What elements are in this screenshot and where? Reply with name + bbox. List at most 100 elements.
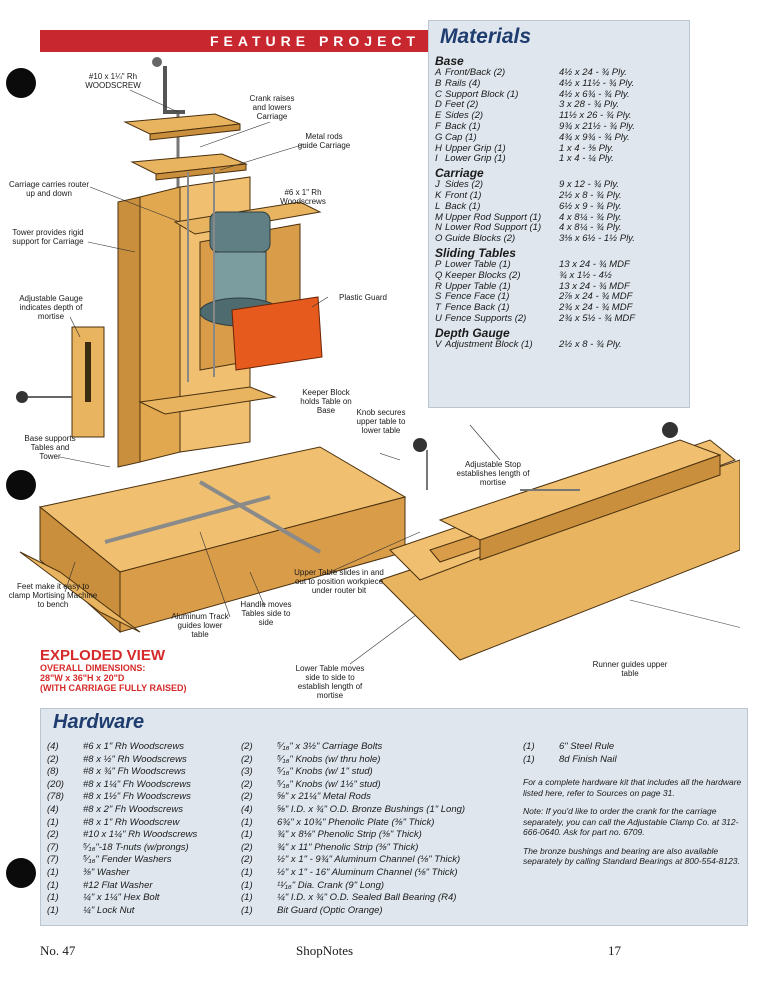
hardware-row: (2)½" x 1" - 9¾" Aluminum Channel (⅛" Th… (241, 854, 465, 867)
hardware-item: ⅝" x 21¼" Metal Rods (277, 791, 371, 803)
hardware-row: (8)#8 x ¾" Fh Woodscrews (47, 766, 197, 779)
hardware-qty: (2) (241, 778, 253, 790)
hardware-item: #8 x ¾" Fh Woodscrews (83, 766, 186, 778)
materials-group-heading: Carriage (435, 166, 484, 181)
hardware-row: (1)6¾" x 10¾" Phenolic Plate (⅜" Thick) (241, 817, 465, 830)
materials-name: Upper Rod Support (1) (445, 212, 542, 223)
hardware-item: ⁵⁄₁₆" Knobs (w/ 1½" stud) (277, 778, 381, 790)
materials-letter: N (435, 222, 442, 234)
materials-name: Front/Back (2) (445, 68, 506, 78)
hardware-note-kit: For a complete hardware kit that include… (523, 777, 742, 798)
materials-name: Lower Rod Support (1) (445, 223, 542, 234)
footer-page-number: 17 (608, 943, 621, 958)
hardware-qty: (1) (241, 866, 253, 878)
materials-name: Upper Table (1) (445, 281, 511, 292)
hardware-item: Bit Guard (Optic Orange) (277, 904, 383, 916)
callout-knob: Knob secures upper table to lower table (356, 408, 406, 435)
hardware-row: (2)¾" x 11" Phenolic Strip (⅜" Thick) (241, 842, 465, 855)
materials-name: Sides (2) (445, 111, 484, 122)
materials-size: 1 x 4 - ⅜ Ply. (559, 142, 614, 154)
materials-size: 3 x 28 - ¾ Ply. (559, 99, 620, 111)
materials-letter: E (435, 110, 442, 122)
hardware-item: ⅜" Washer (83, 866, 130, 878)
hardware-row: (3)⁵⁄₁₆" Knobs (w/ 1" stud) (241, 766, 465, 779)
hardware-item: #10 x 1¼" Rh Woodscrews (83, 829, 198, 841)
hardware-row: (1)6" Steel Rule (523, 741, 617, 754)
materials-size: 11½ x 26 - ¾ Ply. (559, 110, 632, 122)
dimensions-label: OVERALL DIMENSIONS: (40, 663, 146, 673)
hardware-item: #12 Flat Washer (83, 879, 153, 891)
callout-plastic-guard: Plastic Guard (338, 293, 388, 302)
hardware-title: Hardware (53, 711, 145, 733)
callout-base: Base supports Tables and Tower (24, 434, 76, 461)
callout-upper-slides: Upper Table slides in and out to positio… (294, 568, 384, 595)
hardware-row: (2)⅝" x 21¼" Metal Rods (241, 791, 465, 804)
materials-name: Lower Table (1) (445, 259, 511, 270)
materials-letter: F (435, 120, 441, 132)
materials-name: Sides (2) (445, 180, 484, 191)
hardware-item: #8 x 2" Fh Woodscrews (83, 803, 183, 815)
materials-name: Lower Grip (1) (445, 154, 506, 165)
materials-name: Rails (4) (445, 78, 481, 89)
materials-name: Back (1) (445, 121, 481, 132)
materials-name: Cap (1) (445, 132, 477, 143)
hardware-qty: (1) (241, 829, 253, 841)
hardware-row: (1)¼" x 1¼" Hex Bolt (47, 892, 197, 905)
materials-name: Front (1) (445, 190, 482, 201)
materials-size: 2¾ x 5½ - ¾ MDF (559, 312, 636, 324)
hardware-item: 6" Steel Rule (559, 741, 615, 752)
materials-letter: Q (435, 269, 443, 281)
materials-size: 13 x 24 - ¾ MDF (559, 280, 630, 292)
callout-gauge: Adjustable Gauge indicates depth of mort… (19, 294, 83, 321)
callout-tower: Tower provides rigid support for Carriag… (12, 228, 84, 246)
hardware-qty: (7) (47, 841, 59, 853)
hardware-item: ⁵⁄₁₆" x 3½" Carriage Bolts (277, 741, 383, 752)
materials-name: Guide Blocks (2) (445, 234, 516, 245)
hardware-item: ⁵⁄₁₆"-18 T-nuts (w/prongs) (83, 841, 189, 853)
hardware-row: (4)⅝" I.D. x ¾" O.D. Bronze Bushings (1"… (241, 804, 465, 817)
hardware-item: #8 x 1½" Fh Woodscrews (83, 791, 191, 803)
hardware-notes: For a complete hardware kit that include… (523, 777, 743, 875)
callout-runner: Runner guides upper table (592, 660, 668, 678)
callout-stop: Adjustable Stop establishes length of mo… (456, 460, 530, 487)
materials-letter: P (435, 258, 442, 270)
materials-size: 9¾ x 21½ - ¾ Ply. (559, 120, 635, 132)
hardware-note-bushings: The bronze bushings and bearing are also… (523, 845, 740, 867)
hardware-item: ½" x 1" - 16" Aluminum Channel (⅛" Thick… (277, 866, 458, 878)
hardware-item: ¾" x 11" Phenolic Strip (⅜" Thick) (277, 841, 419, 853)
materials-name: Fence Back (1) (445, 303, 510, 314)
hardware-qty: (1) (241, 904, 253, 916)
dimensions-note: (WITH CARRIAGE FULLY RAISED) (40, 683, 187, 693)
hardware-row: (7) ⁵⁄₁₆"-18 T-nuts (w/prongs) (47, 842, 197, 855)
materials-group-heading: Depth Gauge (435, 325, 510, 340)
materials-letter: S (435, 291, 442, 303)
materials-letter: V (435, 338, 442, 350)
materials-size: 2⅞ x 24 - ¾ MDF (559, 291, 633, 303)
hardware-item: ¾" x 8⅛" Phenolic Strip (⅜" Thick) (277, 829, 422, 841)
hardware-qty: (2) (241, 741, 253, 752)
materials-letter: O (435, 233, 443, 245)
materials-size: 6½ x 9 - ¾ Ply. (559, 200, 622, 212)
exploded-view-title: EXPLODED VIEW (40, 647, 166, 664)
materials-size: 2¾ x 24 - ¾ MDF (559, 302, 633, 314)
materials-letter: R (435, 280, 442, 292)
materials-size: 4 x 8¼ - ¾ Ply. (559, 211, 622, 223)
materials-size: 2½ x 8 - ¾ Ply. (559, 338, 622, 350)
materials-letter: C (435, 88, 442, 100)
hardware-qty: (3) (241, 766, 253, 778)
callout-feet: Feet make it easy to clamp Mortising Mac… (8, 582, 98, 609)
materials-size: 3⅛ x 6½ - 1½ Ply. (559, 233, 635, 245)
materials-size: 4 x 8¼ - ¾ Ply. (559, 222, 622, 234)
hardware-row: (2)#8 x ½" Rh Woodscrews (47, 754, 197, 767)
